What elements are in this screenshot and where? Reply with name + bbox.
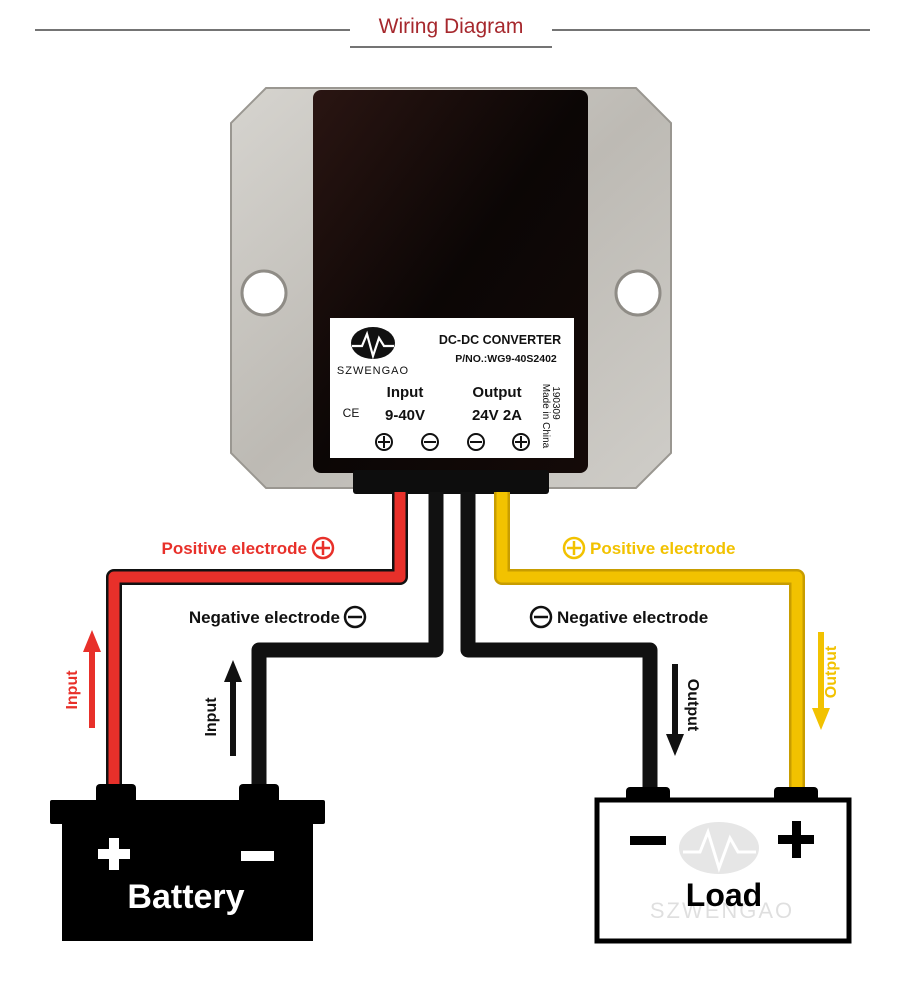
wires	[106, 492, 805, 792]
battery-label: Battery	[127, 878, 244, 916]
mount-hole-right	[614, 269, 662, 317]
battery-input-label-red: Input	[64, 670, 81, 710]
right-positive-label: Positive electrode	[590, 539, 736, 558]
wire-input-negative	[251, 492, 444, 792]
header: Wiring Diagram	[35, 15, 870, 48]
left-positive-label: Positive electrode	[161, 539, 307, 558]
wire-output-negative	[460, 492, 658, 792]
output-minus-icon	[467, 433, 485, 451]
load-output-label-yellow: Output	[823, 645, 840, 698]
load-watermark-text: SZWENGAO	[650, 898, 794, 923]
battery: Battery	[50, 784, 325, 941]
output-plus-icon	[512, 433, 530, 451]
right-negative-icon	[529, 605, 553, 629]
page-title: Wiring Diagram	[379, 15, 524, 38]
right-positive-electrode: Positive electrode	[562, 536, 736, 560]
date-code: 190309	[550, 386, 561, 420]
arrow-up-black-icon	[224, 660, 242, 756]
origin-text: Made in China	[540, 384, 551, 449]
input-heading: Input	[387, 384, 424, 401]
left-positive-icon	[311, 536, 335, 560]
right-positive-icon	[562, 536, 586, 560]
output-rating: 24V 2A	[472, 407, 522, 424]
converter-title: DC-DC CONVERTER	[439, 333, 561, 347]
battery-body	[62, 824, 313, 941]
ce-mark: CE	[343, 406, 360, 420]
battery-minus-icon	[241, 851, 274, 861]
converter: SZWENGAO DC-DC CONVERTER P/NO.:WG9-40S24…	[230, 87, 672, 494]
input-minus-icon	[421, 433, 439, 451]
load-plus-icon	[778, 821, 814, 858]
brand-logo	[351, 327, 395, 360]
input-rating: 9-40V	[385, 407, 425, 424]
arrow-down-black-icon	[666, 664, 684, 756]
right-negative-label: Negative electrode	[557, 608, 708, 627]
load-output-label-black: Output	[684, 679, 701, 732]
mount-hole-left	[240, 269, 288, 317]
terminal-symbols	[375, 433, 530, 451]
part-number: P/NO.:WG9-40S2402	[455, 353, 557, 365]
left-negative-icon	[343, 605, 367, 629]
load: SZWENGAO Load	[594, 787, 852, 944]
battery-lid	[50, 800, 325, 824]
battery-input-label-black: Input	[203, 697, 220, 737]
arrow-up-red-icon	[83, 630, 101, 728]
brand-name: SZWENGAO	[337, 365, 409, 377]
cable-gland	[353, 470, 549, 494]
arrow-down-yellow-icon	[812, 632, 830, 730]
output-heading: Output	[472, 384, 521, 401]
load-minus-icon	[630, 836, 666, 845]
load-body	[594, 797, 852, 944]
load-watermark-logo	[679, 822, 759, 874]
right-negative-electrode: Negative electrode	[529, 605, 708, 629]
left-negative-label: Negative electrode	[189, 608, 340, 627]
left-negative-electrode: Negative electrode	[189, 605, 367, 629]
input-plus-icon	[375, 433, 393, 451]
battery-plus-icon	[98, 838, 130, 870]
load-label: Load	[686, 877, 762, 913]
left-positive-electrode: Positive electrode	[161, 536, 335, 560]
flow-arrows	[83, 630, 830, 756]
